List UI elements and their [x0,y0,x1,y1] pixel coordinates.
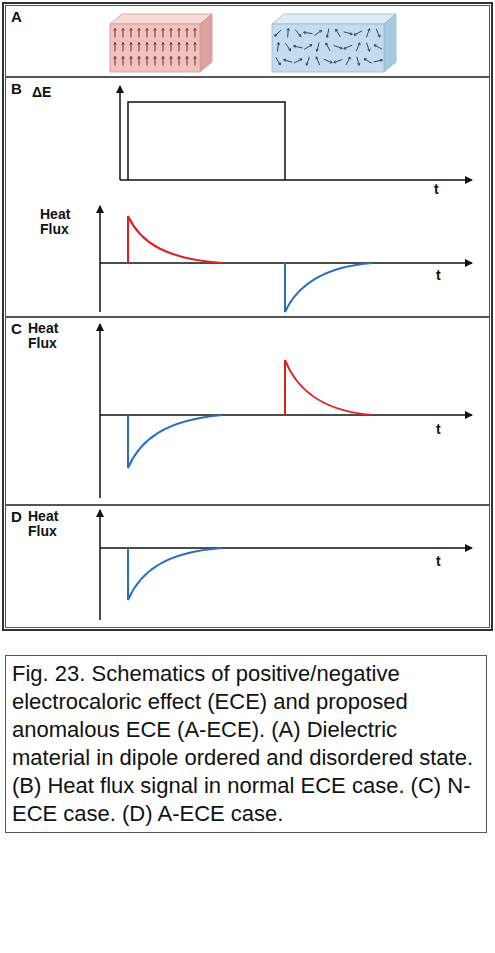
axis-label: t [434,182,439,197]
panel-letter: B [11,81,22,96]
panel-letter: A [11,9,22,24]
figure-panel: A [5,5,490,77]
axis-label: t [436,268,441,283]
figure-panel: BΔEtHeat Fluxt [5,77,490,317]
field-pulse [128,102,285,180]
panel-letter: D [11,509,22,524]
axis-label: t [436,554,441,569]
ordered-block [110,14,212,72]
axis-label: t [436,422,441,437]
axis-label: Heat Flux [28,321,68,351]
panel-letter: C [11,321,22,336]
figure-panel: D Heat Flux t [5,505,490,628]
axis-label: Heat Flux [40,207,80,237]
heat-flux-curves [128,216,372,600]
axes [100,86,472,620]
figure-caption: Fig. 23. Schematics of positive/negative… [5,655,487,833]
disordered-block [272,14,396,72]
figure-frame [3,3,492,630]
figure-panel: C Heat Flux t [5,317,490,505]
axis-label: ΔE [32,85,51,100]
axis-label: Heat Flux [28,509,68,539]
